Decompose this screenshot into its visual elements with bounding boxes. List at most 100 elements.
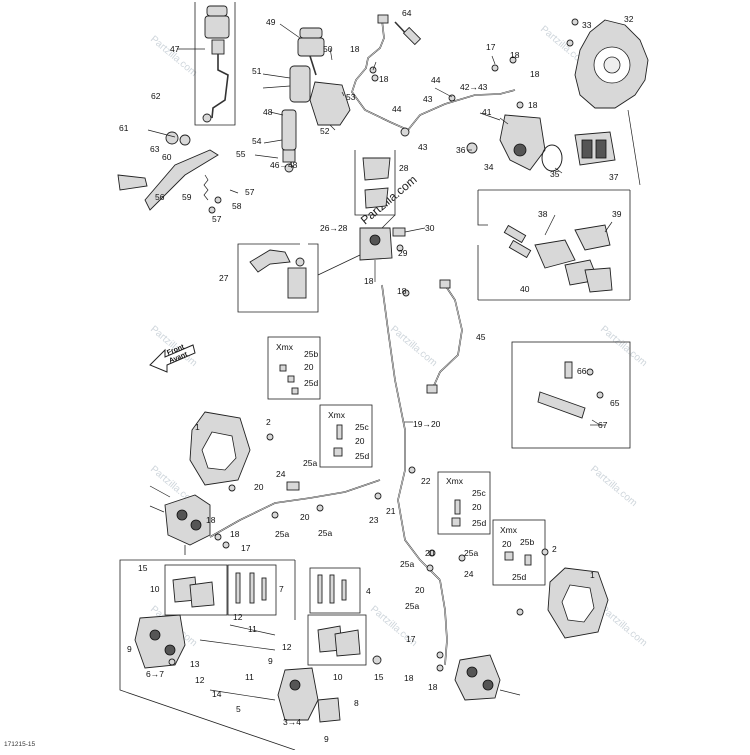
callout-number: 1	[195, 422, 200, 432]
callout-number: 37	[609, 172, 619, 182]
callout-number: 26→28	[320, 223, 348, 233]
callout-number: 52	[320, 126, 330, 136]
callout-number: 47	[170, 44, 180, 54]
callout-number: 62	[151, 91, 161, 101]
callout-number: 51	[252, 66, 262, 76]
callout-number: 8	[354, 698, 359, 708]
callout-number: 46→48	[270, 160, 298, 170]
callout-number: 25d	[355, 451, 369, 461]
front-left-disc	[189, 411, 274, 492]
caliper-detail-box	[477, 189, 631, 301]
callout-number: 4	[366, 586, 371, 596]
callout-number: 65	[610, 398, 620, 408]
callout-number: Partzilla.com	[598, 604, 649, 649]
callout-number: 13	[190, 659, 200, 669]
callout-number: 42→43	[460, 82, 488, 92]
callout-number: Xmx	[276, 342, 294, 352]
callout-number: 25c	[355, 422, 369, 432]
callout-number: 55	[236, 149, 246, 159]
xmx-box-1: Xmx 25b 20 25d	[267, 336, 321, 400]
callout-number: 57	[212, 214, 222, 224]
callout-number: 25d	[472, 518, 486, 528]
callout-number: 18	[350, 44, 360, 54]
callout-number: 54	[252, 136, 262, 146]
callout-number: Partzilla.com	[148, 34, 199, 79]
xmx-box-3: Xmx 25c 20 25d	[437, 471, 491, 535]
callout-number: 25b	[520, 537, 534, 547]
callout-number: 10	[333, 672, 343, 682]
callout-number: 15	[138, 563, 148, 573]
callout-number: 67	[598, 420, 608, 430]
callout-number: 19→20	[413, 419, 441, 429]
front-left-caliper	[149, 466, 416, 555]
callout-number: 44	[431, 75, 441, 85]
callout-number: Partzilla.com	[588, 464, 639, 509]
callout-number: 2	[266, 417, 271, 427]
callout-number: 22	[421, 476, 431, 486]
callout-number: 20	[415, 585, 425, 595]
callout-number: 18	[364, 276, 374, 286]
callout-number: 53	[346, 92, 356, 102]
callout-number: 20	[300, 512, 310, 522]
callout-number: 43	[418, 142, 428, 152]
callout-number: Xmx	[328, 410, 346, 420]
front-brake-line-45	[402, 279, 463, 394]
callout-number: 38	[538, 209, 548, 219]
callout-number: 18	[404, 673, 414, 683]
callout-number: 39	[612, 209, 622, 219]
callout-number: 25a	[464, 548, 478, 558]
hand-lever-box	[237, 243, 361, 313]
callout-number: 30	[425, 223, 435, 233]
callout-labels: 47 49 50 51 53 48 52 54 55 46→48 62 61 6…	[119, 8, 634, 744]
callout-number: 10	[150, 584, 160, 594]
callout-number: 24	[276, 469, 286, 479]
callout-number: 6→7	[146, 669, 164, 679]
callout-number: 20	[425, 548, 435, 558]
callout-number: 1	[590, 570, 595, 580]
callout-number: 25a	[405, 601, 419, 611]
callout-number: 18	[379, 74, 389, 84]
callout-number: Xmx	[500, 525, 518, 535]
front-arrow: Front Avant	[149, 343, 196, 373]
callout-number: 15	[374, 672, 384, 682]
master-cylinder-group	[177, 2, 351, 173]
callout-number: 23	[369, 515, 379, 525]
callout-number: 40	[520, 284, 530, 294]
callout-number: 24	[464, 569, 474, 579]
callout-number: 17	[486, 42, 496, 52]
callout-number: 34	[484, 162, 494, 172]
callout-number: 20	[502, 539, 512, 549]
callout-number: 25a	[318, 528, 332, 538]
watermarks: Partzilla.com Partzilla.com Partzilla.co…	[148, 24, 649, 649]
callout-number: 12	[282, 642, 292, 652]
callout-number: 20	[304, 362, 314, 372]
callout-number: 61	[119, 123, 129, 133]
callout-number: 18	[530, 69, 540, 79]
callout-number: 18	[528, 100, 538, 110]
callout-number: 45	[476, 332, 486, 342]
callout-number: 20	[254, 482, 264, 492]
callout-number: 27	[219, 273, 229, 283]
callout-number: 25d	[512, 572, 526, 582]
callout-number: 25a	[400, 559, 414, 569]
bracket-detail-box	[511, 341, 631, 449]
diagram-code: 171215-15	[4, 741, 35, 748]
rear-brake-line	[351, 14, 524, 137]
brake-pedal-group	[117, 129, 279, 214]
callout-number: 49	[266, 17, 276, 27]
callout-number: 58	[232, 201, 242, 211]
callout-number: 25a	[275, 529, 289, 539]
callout-number: 18	[510, 50, 520, 60]
callout-number: 12	[233, 612, 243, 622]
rear-caliper-group	[466, 112, 616, 172]
callout-number: 11	[245, 672, 254, 682]
callout-number: 32	[624, 14, 634, 24]
callout-number: 18	[428, 682, 438, 692]
callout-number: 12	[195, 675, 205, 685]
callout-number: 60	[162, 152, 172, 162]
callout-number: 64	[402, 8, 412, 18]
callout-number: 20	[355, 436, 365, 446]
callout-number: 25a	[303, 458, 317, 468]
